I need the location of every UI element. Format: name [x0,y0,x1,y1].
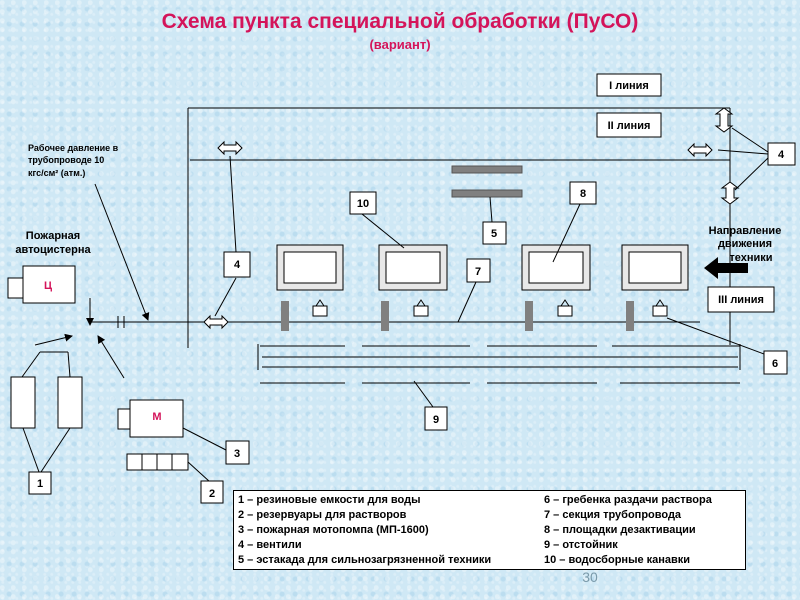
svg-text:6: 6 [772,358,778,370]
decon-platform [621,244,689,291]
gray-post [381,301,389,331]
solution-comb [557,299,573,317]
svg-text:8: 8 [580,188,586,200]
page-title: Схема пункта специальной обработки (ПуСО… [162,10,639,33]
legend-row: 1 – резиновые емкости для воды 6 – гребе… [238,493,741,508]
direction-label: Направление движения техники [709,225,782,264]
legend-item: 8 – площадки дезактивации [544,524,696,536]
svg-text:техники: техники [729,252,772,264]
svg-text:трубопроводе 10: трубопроводе 10 [28,155,104,165]
solution-comb [413,299,429,317]
callout-6: 6 [666,317,788,375]
legend-row: 3 – пожарная мотопомпа (МП-1600) 8 – пло… [238,523,741,538]
svg-text:III линия: III линия [718,294,764,306]
svg-text:Направление: Направление [709,225,782,237]
legend-item: 4 – вентили [238,539,302,551]
motor-pump: М 3 [117,399,250,465]
svg-text:1: 1 [37,478,43,490]
fire-tanker-label: Пожарная автоцистерна [15,230,91,256]
legend-item: 5 – эстакада для сильнозагрязненной техн… [238,554,492,566]
line-2-label: II линия [596,112,662,138]
legend-row: 5 – эстакада для сильнозагрязненной техн… [238,553,741,568]
svg-text:3: 3 [234,448,240,460]
pressure-note: Рабочее давление в трубопроводе 10 кгс/с… [28,143,150,321]
legend-item: 6 – гребенка раздачи раствора [544,494,712,506]
flow-arrow [97,335,125,379]
decon-platform [276,244,344,291]
valve-icon [714,107,734,133]
solution-comb [312,299,328,317]
estacade: 5 [451,165,523,245]
flow-arrow [34,333,73,346]
svg-text:9: 9 [433,414,439,426]
legend: 1 – резиновые емкости для воды 6 – гребе… [233,490,746,570]
valve-icon [720,181,740,205]
svg-text:Пожарная: Пожарная [26,230,80,242]
fire-tanker: Ц [7,265,76,304]
page-number: 30 [582,569,598,585]
solution-comb [652,299,668,317]
line-1-label: I линия [596,73,662,97]
legend-row: 4 – вентили 9 – отстойник [238,538,741,553]
valve-icon [203,314,229,330]
callout-4-right: 4 [717,127,796,191]
direction-arrow-icon [704,257,748,279]
line-3-label: III линия [707,286,775,313]
valve-icon [687,142,713,158]
svg-text:движения: движения [718,238,772,250]
legend-item: 2 – резервуары для растворов [238,509,407,521]
svg-text:II линия: II линия [608,120,651,132]
legend-row: 2 – резервуары для растворов 7 – секция … [238,508,741,523]
svg-text:10: 10 [357,198,369,210]
callout-4-left: 4 [214,155,251,317]
callout-9: 9 [413,380,448,431]
gray-post [281,301,289,331]
svg-text:I линия: I линия [609,80,649,92]
legend-item: 7 – секция трубопровода [544,509,682,521]
svg-text:2: 2 [209,488,215,500]
gray-post [525,301,533,331]
svg-text:4: 4 [778,149,785,161]
page-subtitle: (вариант) [369,37,430,52]
decon-platform [378,244,448,291]
svg-text:5: 5 [491,228,497,240]
callout-7: 7 [457,258,491,323]
svg-text:кгс/см² (атм.): кгс/см² (атм.) [28,168,85,178]
svg-text:4: 4 [234,259,241,271]
callout-8: 8 [552,181,597,263]
legend-item: 10 – водосборные канавки [544,554,691,566]
legend-item: 9 – отстойник [544,539,618,551]
decon-platform [521,244,591,291]
valve-icon [217,140,243,156]
drainage-channels [257,344,741,384]
legend-item: 1 – резиновые емкости для воды [238,494,421,506]
svg-text:автоцистерна: автоцистерна [15,244,91,256]
svg-text:7: 7 [475,266,481,278]
rubber-water-tanks: 1 [10,351,83,495]
solution-reservoirs: 2 [126,453,224,504]
legend-item: 3 – пожарная мотопомпа (МП-1600) [238,524,429,536]
gray-post [626,301,634,331]
svg-text:М: М [152,411,161,423]
svg-text:Ц: Ц [44,280,52,292]
svg-text:Рабочее давление в: Рабочее давление в [28,143,119,153]
callout-10: 10 [349,191,405,249]
